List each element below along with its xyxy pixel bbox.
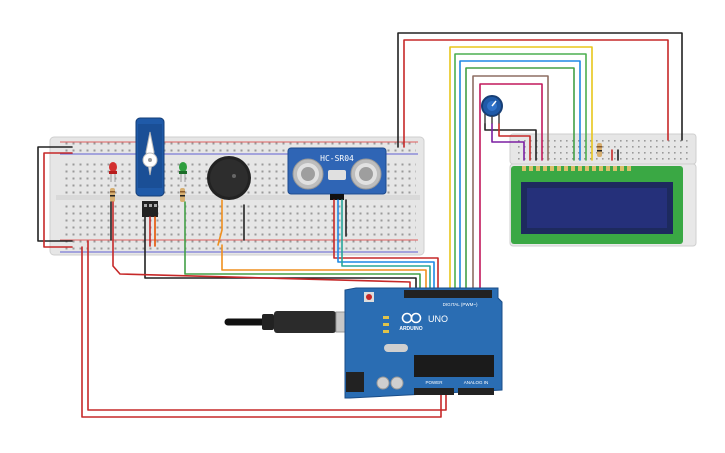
analog-label: ANALOG IN [464, 380, 489, 385]
lcd-display [509, 163, 697, 247]
capacitor-1 [376, 376, 390, 390]
arduino-uno-board[interactable]: DIGITAL (PWM~) ARDUINO UNO POWER ANALOG … [344, 287, 503, 399]
power-jack[interactable] [346, 372, 364, 392]
wires [37, 32, 683, 418]
arduino-logo [401, 312, 422, 324]
potentiometer[interactable] [481, 95, 503, 124]
arduino-brand: ARDUINO [399, 326, 422, 332]
digital-header [404, 290, 492, 298]
analog-header [458, 388, 494, 395]
servo-motor[interactable] [135, 117, 165, 217]
resistor-lcd[interactable] [597, 143, 602, 157]
power-header [414, 388, 454, 395]
red-led[interactable] [109, 162, 117, 182]
capacitor-2 [390, 376, 404, 390]
lcd-breadboard[interactable] [509, 133, 697, 165]
arduino-model: UNO [428, 314, 448, 324]
power-label: POWER [425, 380, 443, 385]
microcontroller-chip [414, 355, 494, 377]
ultrasonic-sensor[interactable]: HC-SR04 [287, 147, 387, 200]
digital-label: DIGITAL (PWM~) [443, 302, 478, 307]
green-led[interactable] [179, 162, 187, 182]
resistor-green-led[interactable] [180, 188, 185, 202]
crystal [384, 344, 408, 352]
resistor-red-led[interactable] [110, 188, 115, 202]
led-tx-indicator [383, 323, 389, 326]
led-rx-indicator [383, 330, 389, 333]
piezo-buzzer[interactable] [207, 156, 251, 200]
sensor-label: HC-SR04 [320, 154, 354, 163]
led-l-indicator [383, 316, 389, 319]
